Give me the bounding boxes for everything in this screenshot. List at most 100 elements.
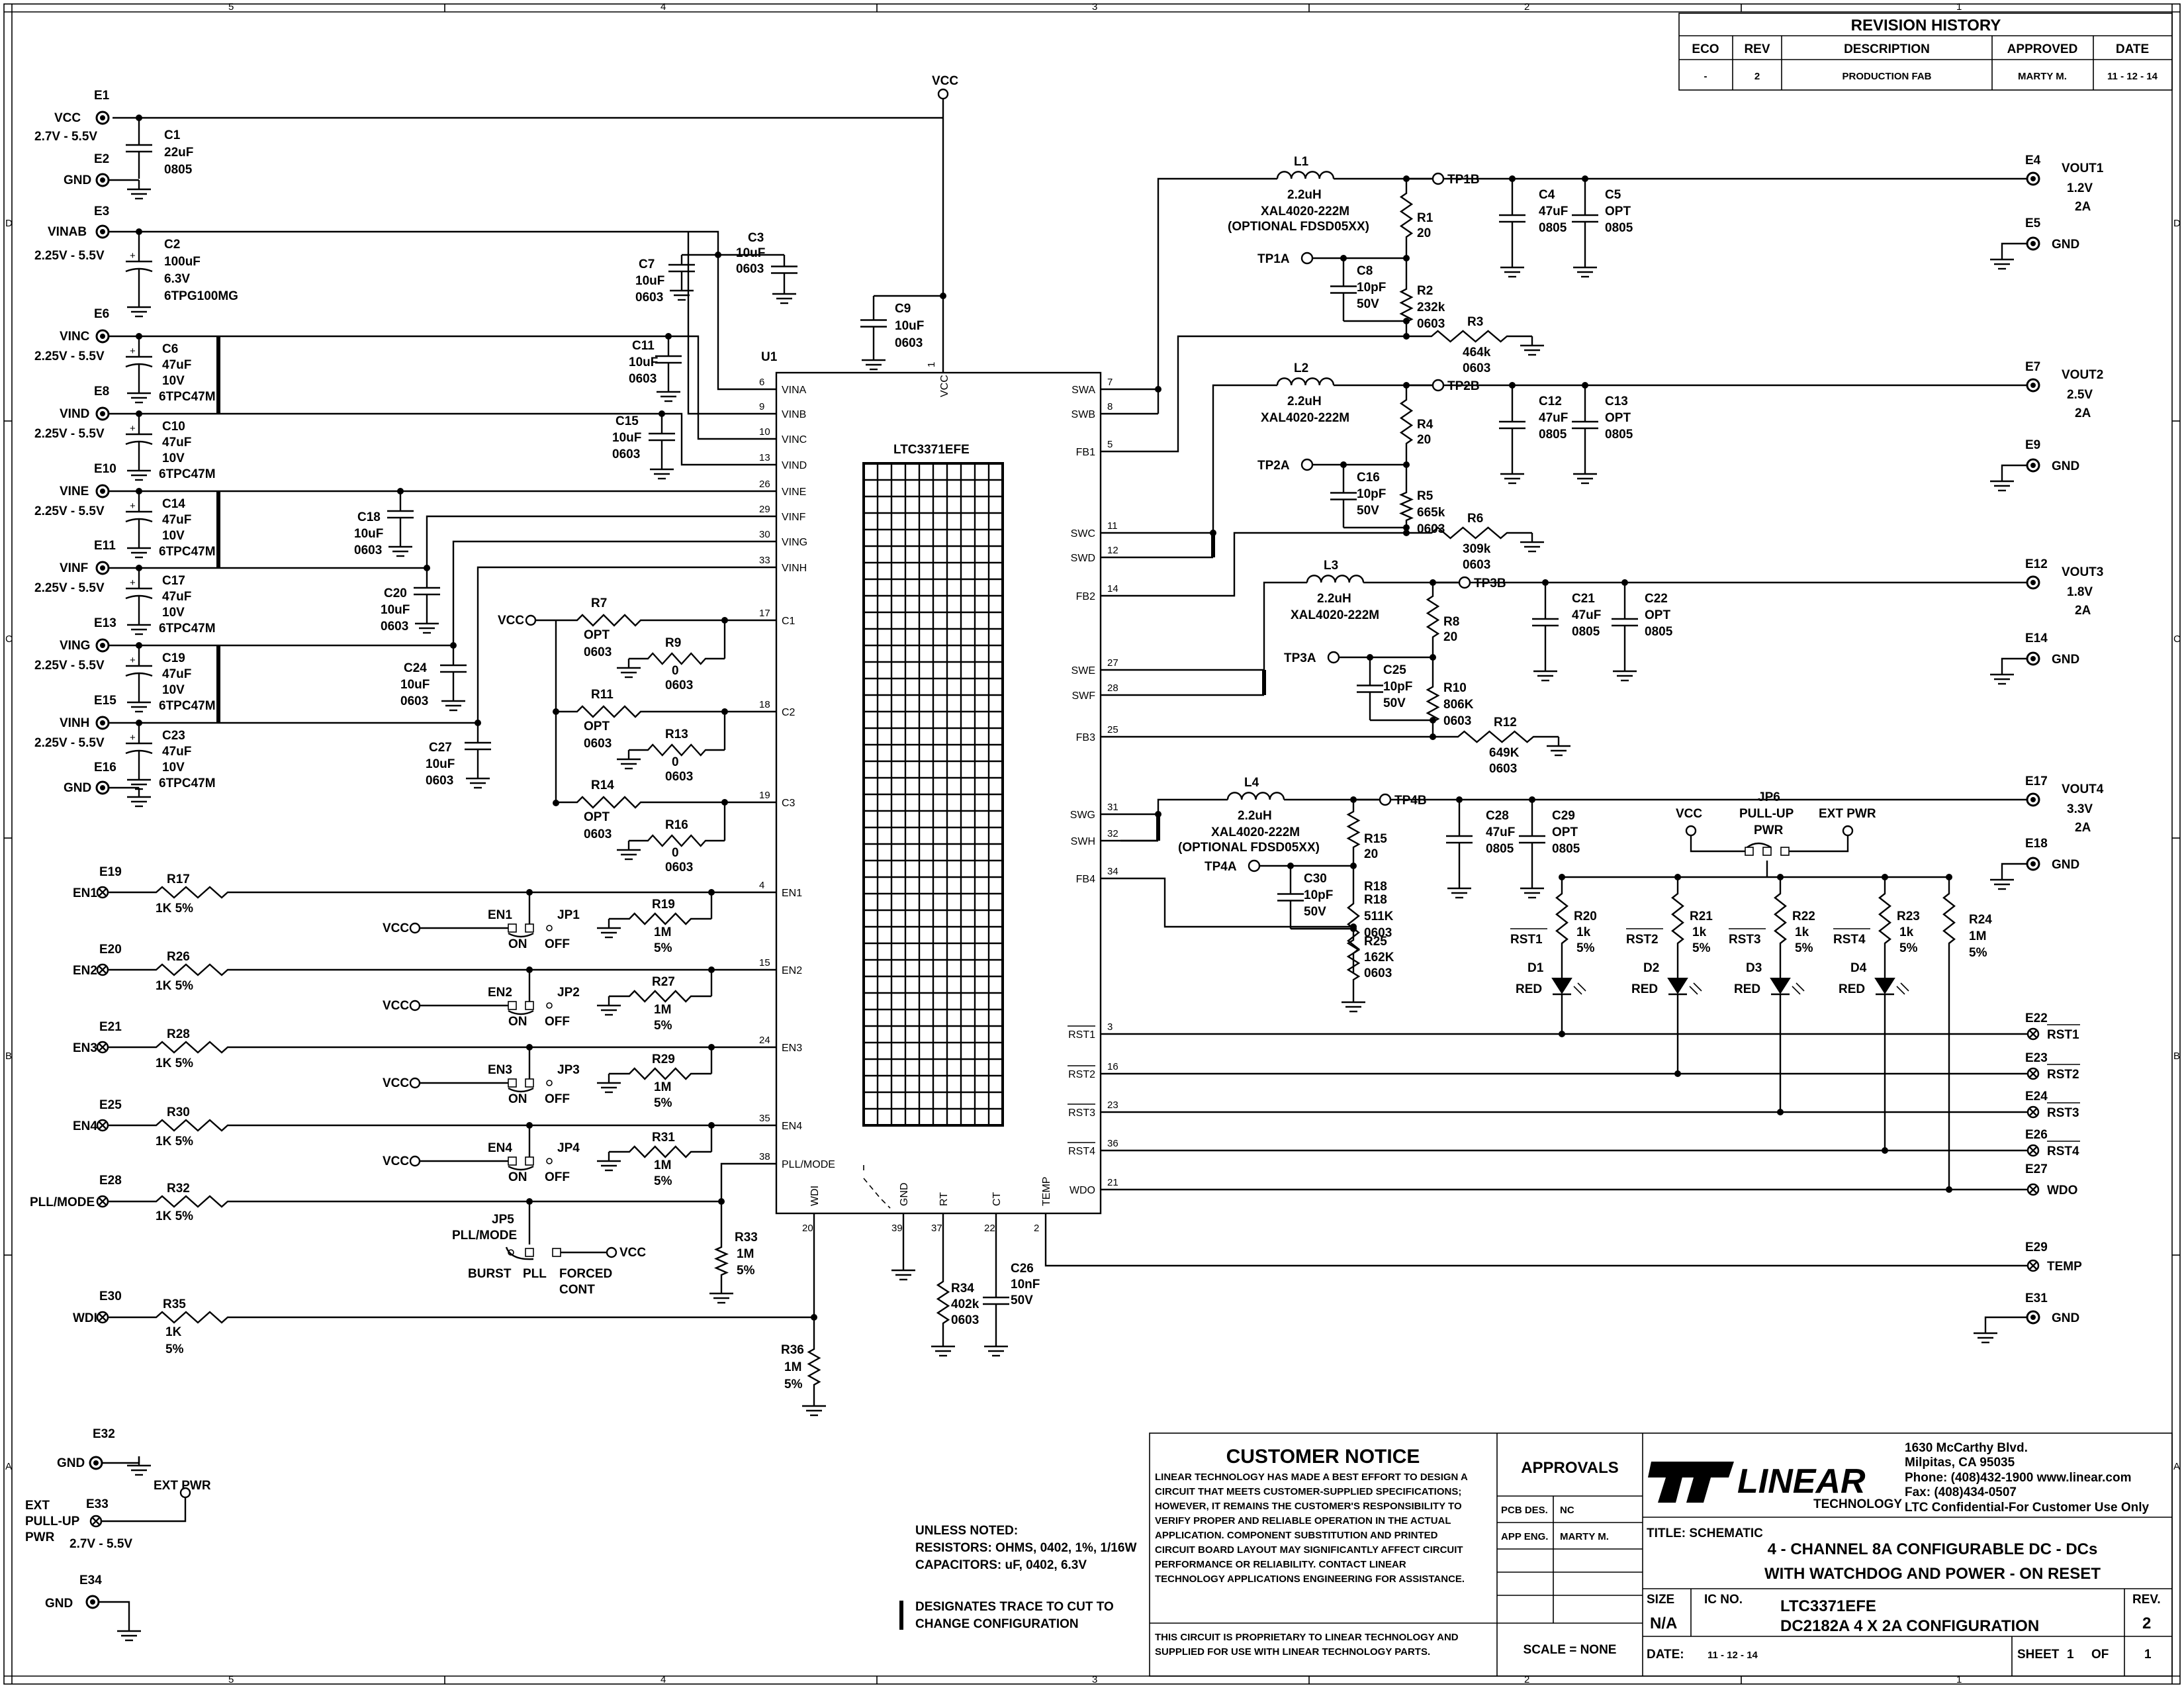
- junction-dot: [721, 708, 728, 715]
- ic-pin-number: 4: [759, 880, 764, 891]
- part-note: (OPTIONAL FDSD05XX): [1228, 220, 1369, 234]
- ic-pin-number: 15: [759, 957, 770, 968]
- resistor-symbol: [807, 1337, 821, 1397]
- icno-value: LTC3371EFE: [1780, 1597, 1876, 1615]
- net-label: RST2: [2047, 1068, 2079, 1082]
- ic-pin-number: 28: [1107, 682, 1118, 694]
- wire: [218, 515, 776, 569]
- net-range: 2.25V - 5.5V: [34, 659, 105, 673]
- note-unless: UNLESS NOTED:: [915, 1524, 1018, 1538]
- ic-pin-label: VINC: [782, 434, 807, 445]
- junction-dot: [721, 617, 728, 624]
- part-value: 5%: [1692, 941, 1711, 955]
- wire: [101, 1497, 187, 1523]
- wire: [99, 1121, 107, 1129]
- resistor-symbol: [132, 963, 251, 976]
- net-value: 1.2V: [2067, 181, 2093, 195]
- led-ref: D3: [1746, 961, 1762, 975]
- jumper-ref: JP3: [557, 1063, 580, 1077]
- part-ref: R11: [591, 688, 614, 702]
- net-label: PWR: [25, 1530, 55, 1544]
- terminal-ref: E33: [86, 1497, 109, 1511]
- part-ref: C27: [429, 741, 452, 755]
- part-value: 1K 5%: [156, 1209, 193, 1223]
- wire: [1573, 986, 1582, 995]
- ic-pin-label: SWD: [1071, 553, 1095, 564]
- col-marker: 5: [228, 1, 234, 13]
- col-marker: 1: [1956, 1674, 1962, 1685]
- part-ref: C29: [1552, 809, 1575, 823]
- part-ref: R27: [652, 975, 675, 989]
- net-label: EXT PWR: [154, 1479, 211, 1493]
- sheet-label: SHEET: [2017, 1648, 2060, 1662]
- led-ref: D1: [1527, 961, 1544, 975]
- net-label: VOUT2: [2062, 368, 2103, 382]
- terminal-pad-center: [100, 565, 105, 571]
- part-ref: C10: [162, 420, 185, 434]
- note-trace-2: CHANGE CONFIGURATION: [915, 1617, 1079, 1631]
- ic-pin-label: VIND: [782, 460, 807, 471]
- reset-signal-label: RST3: [1729, 933, 1761, 947]
- revision-cell: PRODUCTION FAB: [1843, 71, 1932, 82]
- note-capacitors: CAPACITORS: uF, 0402, 6.3V: [915, 1558, 1087, 1572]
- ic-pin-number: 10: [759, 426, 770, 438]
- ic-pin-label: C3: [782, 798, 796, 809]
- part-value: 2.2uH: [1287, 395, 1322, 408]
- part-value: 5%: [654, 941, 672, 955]
- resistor-symbol: [132, 886, 251, 899]
- resistor-symbol: [1406, 330, 1532, 343]
- part-ref: R35: [163, 1297, 186, 1311]
- ic-ref: U1: [761, 350, 778, 364]
- sheet-border: [3, 3, 2181, 1685]
- part-ref: R30: [167, 1105, 190, 1119]
- wire: [99, 1043, 107, 1051]
- part-size: 0603: [354, 543, 382, 557]
- jumper-name: EN1: [488, 908, 512, 922]
- part-value: 10uF: [354, 527, 383, 541]
- part-size: 0603: [584, 737, 612, 751]
- ic-pin-number: 38: [759, 1151, 770, 1162]
- part-ref: C26: [1011, 1262, 1034, 1276]
- resistor-symbol: [556, 796, 662, 809]
- ic-pin-number: 9: [759, 401, 764, 412]
- jumper-pin: [525, 1156, 534, 1166]
- ic-pin-label: SWA: [1071, 385, 1095, 396]
- part-size: 0805: [1605, 221, 1633, 235]
- part-value: 5%: [1899, 941, 1918, 955]
- ic-pin-number: 14: [1107, 583, 1118, 594]
- part-voltage: 50V: [1357, 297, 1379, 311]
- part-ref: R9: [665, 636, 681, 650]
- part-voltage: 6.3V: [164, 272, 190, 286]
- part-ref: L4: [1244, 776, 1259, 790]
- led-symbol: [1770, 978, 1791, 994]
- part-ref: C13: [1605, 395, 1628, 408]
- terminal-ref: E24: [2025, 1090, 2048, 1103]
- wire: [99, 1601, 130, 1622]
- resistor-symbol: [556, 614, 662, 627]
- customer-notice-line: PERFORMANCE OR RELIABILITY. CONTACT LINE…: [1155, 1559, 1406, 1570]
- resistor-symbol: [1555, 877, 1569, 960]
- part-size: 0805: [1605, 428, 1633, 442]
- part-size: 0603: [1489, 762, 1517, 776]
- wire: [218, 335, 776, 440]
- net-label: EN1: [73, 886, 97, 900]
- test-point-a: [1248, 859, 1261, 872]
- part-value: 806K: [1443, 698, 1474, 712]
- jumper-pin: [508, 1078, 517, 1088]
- part-number: XAL4020-222M: [1261, 205, 1349, 218]
- test-point-b: [1432, 379, 1445, 392]
- part-value: 2.2uH: [1317, 592, 1351, 606]
- ic-pin-number: 11: [1107, 520, 1118, 532]
- test-point-a: [1300, 458, 1314, 471]
- ic-pin-label: SWF: [1071, 690, 1095, 702]
- wire: [1120, 335, 1406, 453]
- part-ref: R29: [652, 1053, 675, 1066]
- part-value: 665k: [1417, 506, 1445, 520]
- size-label: SIZE: [1647, 1593, 1674, 1607]
- ic-pin-number: 23: [1107, 1100, 1118, 1111]
- col-marker: 1: [1956, 1, 1962, 13]
- polarity-mark: +: [130, 423, 136, 434]
- terminal-pad-center: [2030, 383, 2036, 388]
- part-value: 5%: [1969, 946, 1987, 960]
